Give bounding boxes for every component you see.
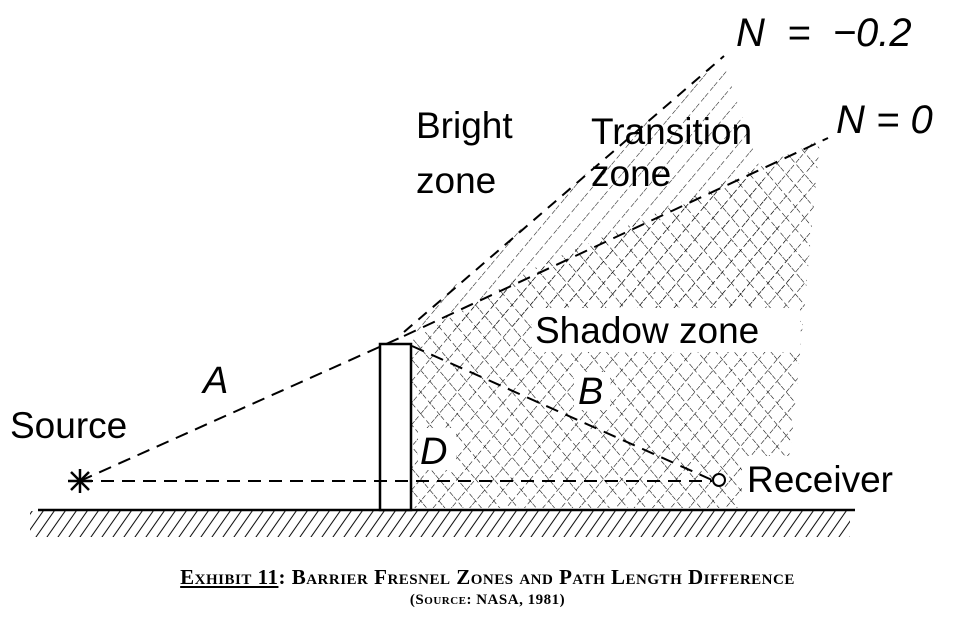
shadow-zone-label: Shadow zone: [535, 310, 759, 351]
n-minus-label: N = −0.2: [736, 11, 912, 55]
figure-caption: Exhibit 11: Barrier Fresnel Zones and Pa…: [0, 565, 975, 609]
caption-title-line: Exhibit 11: Barrier Fresnel Zones and Pa…: [0, 565, 975, 590]
barrier: [378, 342, 413, 512]
n-zero-label: N = 0: [836, 98, 933, 142]
path-d-label: D: [420, 431, 447, 473]
receiver-label-bg: [742, 456, 920, 500]
bright-zone-label-line1: Bright: [416, 105, 513, 146]
b-label-bg: [574, 372, 610, 410]
bright-zone-label-line2: zone: [416, 160, 496, 201]
d-label-bg: [418, 428, 456, 470]
n-zero-line: [403, 137, 829, 337]
transition-zone-label-line1: Transition: [591, 111, 752, 152]
path-a: [79, 335, 405, 482]
source-marker: [68, 469, 92, 493]
n-minus-line: [403, 55, 725, 333]
receiver-label: Receiver: [747, 459, 893, 500]
caption-source: (Source: NASA, 1981): [409, 592, 566, 608]
caption-title: : Barrier Fresnel Zones and Path Length …: [278, 565, 795, 589]
transition-zone-label-line2: zone: [591, 153, 671, 194]
path-a-label: A: [201, 360, 228, 402]
source-label: Source: [10, 405, 127, 446]
ground-hatch: [30, 511, 850, 537]
caption-exhibit-number: Exhibit 11: [180, 565, 279, 589]
path-b-label: B: [578, 371, 603, 413]
path-b: [411, 345, 713, 481]
shadow-label-bg: [532, 308, 800, 352]
receiver-marker: [712, 473, 726, 487]
